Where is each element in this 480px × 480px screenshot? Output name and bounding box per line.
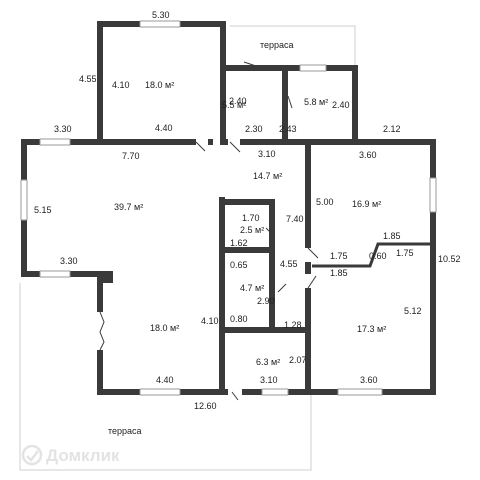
area-living: 39.7 м² xyxy=(114,202,143,212)
dim-label: 2.90 xyxy=(257,296,275,306)
door-gap-bedroom-lower xyxy=(305,274,311,288)
wall-bedrooms-divider xyxy=(312,242,433,268)
terrace-bottom-outline xyxy=(19,283,312,471)
dim-label: 2.30 xyxy=(245,124,263,134)
door-swing-bedroom-lower xyxy=(307,275,317,289)
dim-label: 1.62 xyxy=(230,238,248,248)
dim-label: 4.10 xyxy=(201,316,219,326)
dim-label: 3.60 xyxy=(360,375,378,385)
window-living-west xyxy=(20,179,28,221)
area-bedroom-lower-right: 17.3 м² xyxy=(357,324,386,334)
dim-label: 0.60 xyxy=(369,251,387,261)
doors xyxy=(97,61,319,401)
door-gap-bedroom-right xyxy=(305,248,311,262)
window-bedroom-east xyxy=(429,177,437,213)
terrace-outlines xyxy=(19,25,356,471)
window-top-bedroom xyxy=(139,20,181,28)
door-swing-bath-left xyxy=(243,61,263,69)
dimension-labels: 5.30 4.55 4.10 2.40 2.40 3.30 4.40 2.30 … xyxy=(34,10,461,411)
dim-label: 4.40 xyxy=(156,375,174,385)
door-swing-hall-south xyxy=(231,391,239,401)
dim-label: 10.52 xyxy=(438,254,461,264)
dim-label: 5.12 xyxy=(404,306,422,316)
area-storage: 2.5 м² xyxy=(240,225,264,235)
dim-label: 3.30 xyxy=(54,124,72,134)
dim-label: 1.28 xyxy=(284,320,302,330)
door-swing-wc xyxy=(277,283,287,293)
dim-label: 5.15 xyxy=(34,205,52,215)
area-bedroom-upper-right: 16.9 м² xyxy=(352,199,381,209)
window-bottom-left xyxy=(139,388,181,396)
dim-label: 5.00 xyxy=(316,197,334,207)
dim-label: 7.70 xyxy=(122,151,140,161)
dim-label: 3.30 xyxy=(60,256,78,266)
window-bath xyxy=(299,64,327,72)
area-wc: 6.3 м² xyxy=(256,357,280,367)
dim-label: 3.10 xyxy=(260,375,278,385)
area-bedroom-top: 18.0 м² xyxy=(145,80,174,90)
dim-label: 3.60 xyxy=(359,150,377,160)
door-gap-hall xyxy=(228,139,240,145)
dim-label: 4.55 xyxy=(79,74,97,84)
dim-label: 12.60 xyxy=(194,401,217,411)
walls xyxy=(21,21,436,395)
watermark: Домклик xyxy=(21,444,120,466)
dim-label: 1.75 xyxy=(396,248,414,258)
door-swing-bedroom-right xyxy=(307,247,319,259)
wall-bottom-right xyxy=(219,139,436,395)
dim-label: 2.07 xyxy=(289,355,307,365)
dim-label: 2.12 xyxy=(383,124,401,134)
door-swing-bath-right xyxy=(287,95,293,109)
terrace-bottom-label: терраса xyxy=(108,426,142,436)
dim-label: 2.40 xyxy=(332,100,350,110)
door-gap-hall-south xyxy=(228,389,242,395)
door-swing-small-room xyxy=(265,227,275,237)
dim-label: 0.65 xyxy=(230,260,248,270)
dim-label: 0.80 xyxy=(230,314,248,324)
area-bath-right: 5.8 м² xyxy=(304,97,328,107)
door-swing-living xyxy=(195,141,206,152)
window-living-north xyxy=(39,138,71,146)
door-swing-hall xyxy=(229,141,241,153)
dim-label: 1.85 xyxy=(330,268,348,278)
door-gap-living xyxy=(196,139,208,145)
room-areas: 18.0 м² 5.5 м² 5.8 м² 39.7 м² 14.7 м² 16… xyxy=(114,80,386,367)
dim-label: 4.10 xyxy=(112,80,130,90)
wall-bath-block xyxy=(220,65,358,145)
watermark-text: Домклик xyxy=(46,446,120,465)
dim-label: 2.43 xyxy=(279,124,297,134)
dim-label: 3.10 xyxy=(258,149,276,159)
area-room-lower-left: 18.0 м² xyxy=(150,323,179,333)
terrace-top-outline xyxy=(230,25,356,70)
window-living-south xyxy=(39,270,71,278)
dim-label: 1.75 xyxy=(330,251,348,261)
dim-label: 4.55 xyxy=(280,259,298,269)
dim-label: 2.40 xyxy=(229,96,247,106)
area-small-room: 4.7 м² xyxy=(240,283,264,293)
windows xyxy=(20,20,437,396)
terrace-top-label: терраса xyxy=(260,40,294,50)
dim-label: 1.85 xyxy=(383,231,401,241)
area-bath-left: 5.5 м² xyxy=(222,100,246,110)
door-swing-entrance xyxy=(99,311,105,351)
dim-label: 4.40 xyxy=(155,123,173,133)
watermark-logo-icon xyxy=(21,444,43,466)
area-hall: 14.7 м² xyxy=(253,171,282,181)
dim-label: 1.70 xyxy=(242,213,260,223)
dim-label: 7.40 xyxy=(286,214,304,224)
window-hall-south xyxy=(261,388,289,396)
window-bedroom-south xyxy=(337,388,383,396)
dim-label: 5.30 xyxy=(152,10,170,20)
